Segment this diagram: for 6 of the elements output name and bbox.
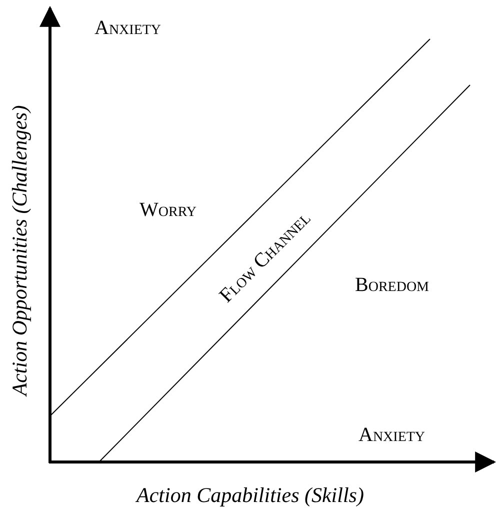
axis-title: Action Capabilities (Skills)	[136, 482, 364, 508]
region-label: Anxiety	[94, 16, 162, 40]
region-label: Worry	[140, 198, 197, 222]
region-label: Boredom	[355, 274, 430, 296]
region-label: Anxiety	[358, 424, 426, 446]
axis-title: Action Opportunities (Challenges)	[8, 104, 33, 396]
